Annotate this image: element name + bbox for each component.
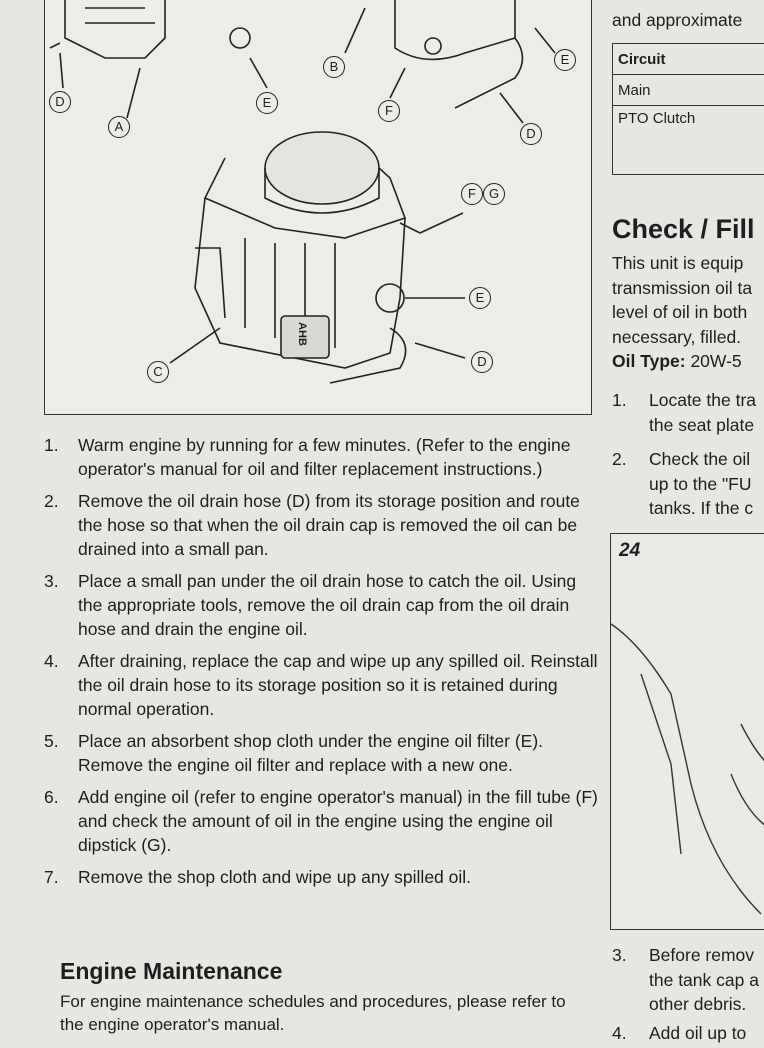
callout-c: C	[147, 361, 169, 383]
step-number: 2.	[612, 449, 627, 469]
step-text: Remove the shop cloth and wipe up any sp…	[78, 867, 472, 887]
check-fill-heading: Check / Fill	[612, 214, 755, 244]
step-number: 5.	[44, 731, 59, 751]
table-row: Main	[612, 74, 764, 106]
step-number: 4.	[612, 1023, 627, 1043]
callout-a: A	[108, 116, 130, 138]
step-line: Before remov	[649, 945, 755, 965]
step-number: 6.	[44, 787, 59, 807]
figure-number: 24	[619, 540, 641, 561]
callout-g: G	[483, 183, 505, 205]
step-number: 7.	[44, 867, 59, 887]
step-line: the seat plate	[649, 414, 755, 435]
step-number: 1.	[612, 390, 627, 410]
step-item: 7. Remove the shop cloth and wipe up any …	[44, 865, 604, 889]
transmission-illustration	[611, 623, 764, 915]
callout-e: E	[256, 92, 278, 114]
para-line: necessary, filled.	[612, 326, 742, 347]
engine-diagram: D A B E F E D F G E C D AHB	[44, 0, 592, 415]
engine-maintenance-body: For engine maintenance schedules and pro…	[60, 992, 566, 1034]
para-line: level of oil in both	[612, 302, 748, 322]
step-number: 1.	[44, 435, 59, 455]
callout-f: F	[461, 183, 483, 205]
step-line: Locate the tra	[649, 390, 757, 410]
engine-maintenance-heading: Engine Maintenance	[60, 958, 283, 984]
step-text: Place an absorbent shop cloth under the …	[78, 731, 544, 775]
step-item: 5. Place an absorbent shop cloth under th…	[44, 729, 604, 777]
step-item: 1. Warm engine by running for a few minut…	[44, 433, 604, 481]
step-number: 4.	[44, 651, 59, 671]
step-number: 2.	[44, 491, 59, 511]
step-text: Remove the oil drain hose (D) from its s…	[78, 491, 580, 559]
oil-type-value: 20W-5	[685, 351, 742, 371]
right-step-4: 4. Add oil up to	[612, 1021, 746, 1046]
para-line: This unit is equip	[612, 253, 744, 273]
callout-e: E	[554, 49, 576, 71]
callout-e: E	[469, 287, 491, 309]
callout-d: D	[520, 123, 542, 145]
step-item: 4. After draining, replace the cap and wi…	[44, 649, 604, 721]
step-line: Add oil up to	[649, 1023, 747, 1043]
callout-d: D	[471, 351, 493, 373]
callout-d: D	[49, 91, 71, 113]
step-item: 2. Remove the oil drain hose (D) from its…	[44, 489, 604, 561]
oil-change-steps: 1. Warm engine by running for a few minut…	[44, 433, 604, 897]
step-text: Add engine oil (refer to engine operator…	[78, 787, 598, 855]
engine-illustration	[49, 0, 556, 384]
engine-label: AHB	[295, 322, 308, 346]
step-line: other debris.	[649, 994, 747, 1014]
table-header: Circuit	[612, 43, 764, 75]
step-line: the tank cap a	[649, 969, 759, 990]
figure-24: 24	[610, 533, 764, 930]
right-step-3: 3. Before remov the tank cap a other debri…	[612, 943, 759, 1017]
step-line: Check the oil	[649, 449, 751, 469]
oil-type: Oil Type: 20W-5	[612, 349, 752, 374]
step-item: 3. Place a small pan under the oil drain …	[44, 569, 604, 641]
step-line: tanks. If the c	[649, 498, 754, 518]
callout-f: F	[378, 100, 400, 122]
callout-b: B	[323, 56, 345, 78]
step-text: Warm engine by running for a few minutes…	[78, 435, 571, 479]
table-row: PTO Clutch	[612, 105, 764, 175]
step-item: 6. Add engine oil (refer to engine operat…	[44, 785, 604, 857]
right-step-1: 1. Locate the tra the seat plate	[612, 388, 756, 437]
step-number: 3.	[612, 945, 627, 965]
step-text: After draining, replace the cap and wipe…	[78, 651, 598, 719]
step-number: 3.	[44, 571, 59, 591]
check-fill-paragraph: This unit is equip transmission oil ta l…	[612, 251, 752, 374]
step-text: Place a small pan under the oil drain ho…	[78, 571, 577, 639]
fuse-intro-text: and approximate	[612, 10, 743, 30]
step-line: up to the "FU	[649, 473, 752, 494]
fuse-table: Circuit Main PTO Clutch	[612, 43, 764, 175]
oil-type-label: Oil Type:	[612, 351, 686, 371]
right-step-2: 2. Check the oil up to the "FU tanks. If t…	[612, 447, 753, 521]
para-line: transmission oil ta	[612, 277, 753, 298]
